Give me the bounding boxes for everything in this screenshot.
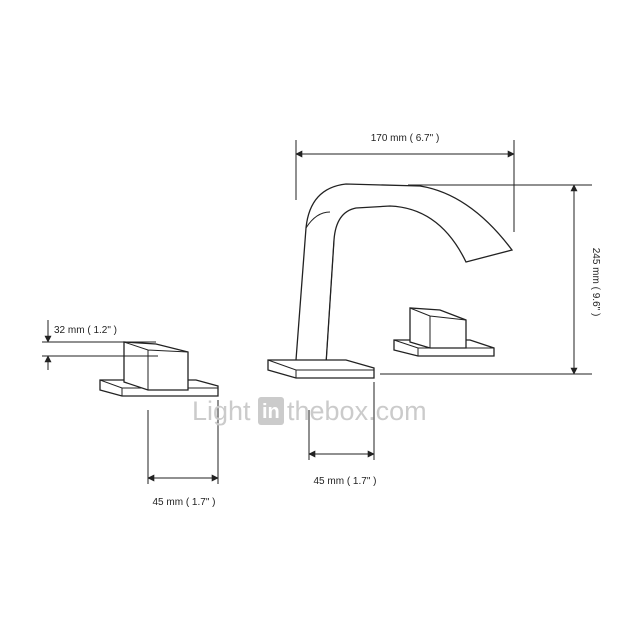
dimension-spout-base: 45 mm ( 1.7" ) xyxy=(308,382,377,487)
spout-reach-label: 170 mm ( 6.7" ) xyxy=(371,133,440,144)
dimension-spout-reach: 170 mm ( 6.7" ) xyxy=(295,133,515,232)
watermark-in-badge xyxy=(258,397,284,425)
dimension-height: 245 mm ( 9.6" ) xyxy=(380,184,601,375)
spout xyxy=(267,183,514,379)
dimension-handle-height: 32 mm ( 1.2" ) xyxy=(42,320,158,370)
dimension-handle-base: 45 mm ( 1.7" ) xyxy=(147,400,219,508)
watermark-in: in xyxy=(262,401,280,423)
watermark-logo: Light in thebox.com xyxy=(192,396,427,426)
spout-base-label: 45 mm ( 1.7" ) xyxy=(313,476,376,487)
right-handle xyxy=(393,307,495,357)
watermark-rest: thebox.com xyxy=(287,396,427,426)
watermark-light: Light xyxy=(192,396,251,426)
left-handle xyxy=(99,341,219,397)
handle-base-label: 45 mm ( 1.7" ) xyxy=(152,497,215,508)
handle-height-label: 32 mm ( 1.2" ) xyxy=(54,325,117,336)
height-label: 245 mm ( 9.6" ) xyxy=(590,248,601,317)
